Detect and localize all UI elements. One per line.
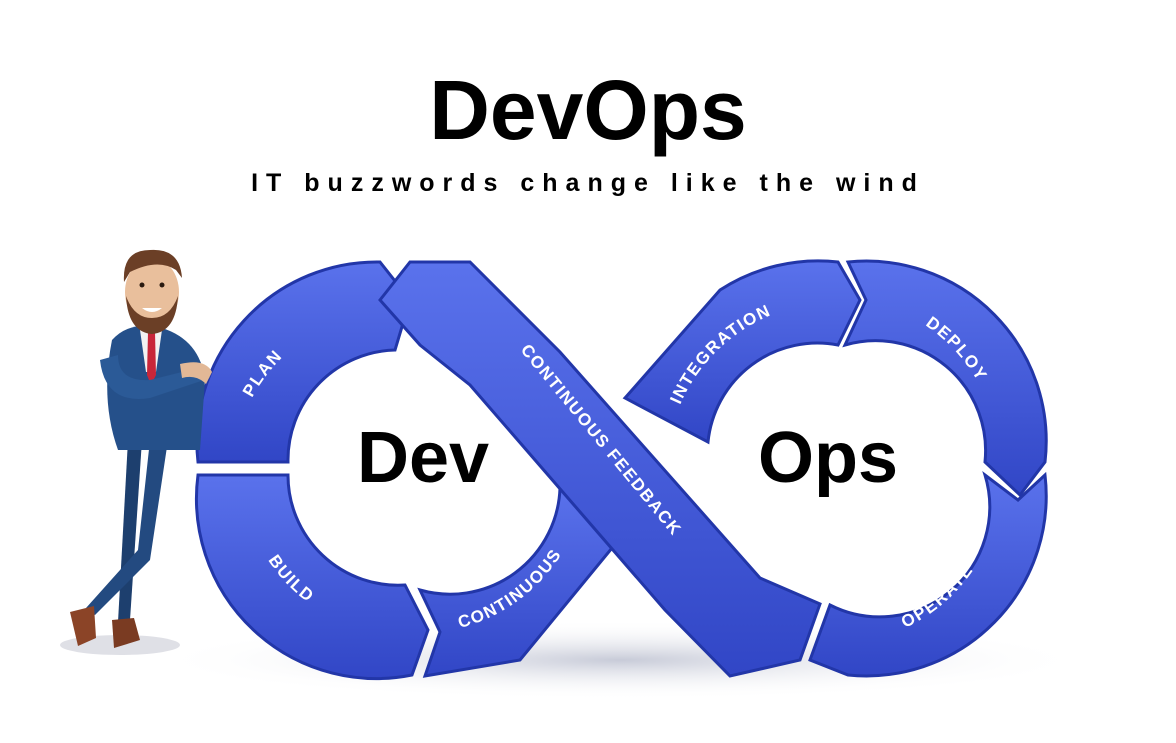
segment-deploy bbox=[842, 259, 1048, 498]
segment-continuous-feedback bbox=[378, 260, 822, 678]
segment-integration bbox=[622, 259, 862, 445]
dev-label: Dev bbox=[357, 418, 489, 498]
right-loop bbox=[622, 259, 1048, 678]
page-title: DevOps bbox=[429, 63, 747, 157]
page-subtitle: IT buzzwords change like the wind bbox=[251, 169, 925, 197]
businessman-illustration bbox=[60, 249, 212, 655]
segment-build bbox=[194, 473, 430, 681]
ops-label: Ops bbox=[758, 418, 898, 498]
segment-operate bbox=[808, 471, 1048, 678]
